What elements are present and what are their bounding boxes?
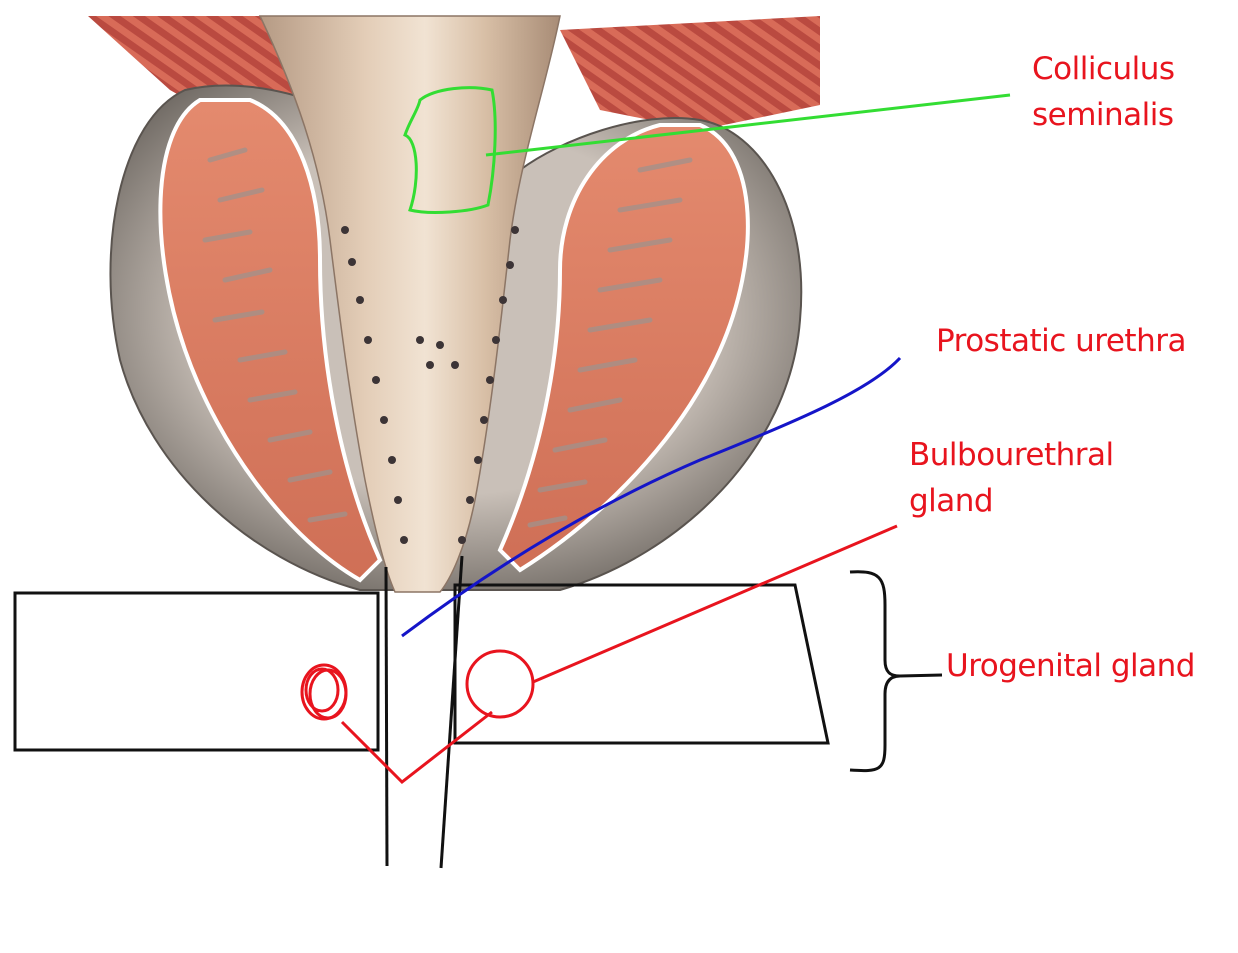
colliculus-pointer — [485, 93, 1011, 157]
prostate-lobe-right — [497, 123, 750, 573]
urogenital-block-right — [453, 583, 830, 745]
prostatic-urethra-shape — [258, 15, 561, 593]
lobe-texture — [202, 147, 693, 528]
bulbourethral-gland-right — [465, 649, 535, 719]
label-bulbourethral-line2: gland — [909, 483, 994, 519]
urogenital-block-left — [13, 591, 380, 752]
urethra-wall-left — [384, 566, 389, 867]
colliculus-outline — [403, 86, 497, 214]
urethra-wall-right — [439, 555, 464, 869]
label-prostatic-urethra: Prostatic urethra — [936, 323, 1186, 359]
urogenital-pointer — [899, 673, 943, 678]
prostate-lobe-left — [158, 98, 383, 583]
prostatic-urethra-pointer — [401, 356, 902, 638]
label-bulbourethral-line1: Bulbourethral — [909, 437, 1114, 473]
bulbourethral-pointer-v — [340, 710, 493, 784]
bulbourethral-pointer — [532, 524, 898, 684]
label-colliculus-line1: Colliculus — [1032, 51, 1175, 87]
bulbourethral-gland-left — [300, 663, 348, 721]
label-colliculus-seminalis: Colliculus seminalis — [1032, 46, 1175, 138]
label-bulbourethral-gland: Bulbourethral gland — [909, 432, 1114, 524]
label-colliculus-line2: seminalis — [1032, 97, 1174, 133]
label-urogenital-gland: Urogenital gland — [946, 648, 1195, 684]
urogenital-bracket — [849, 570, 901, 773]
duct-openings — [341, 226, 519, 544]
